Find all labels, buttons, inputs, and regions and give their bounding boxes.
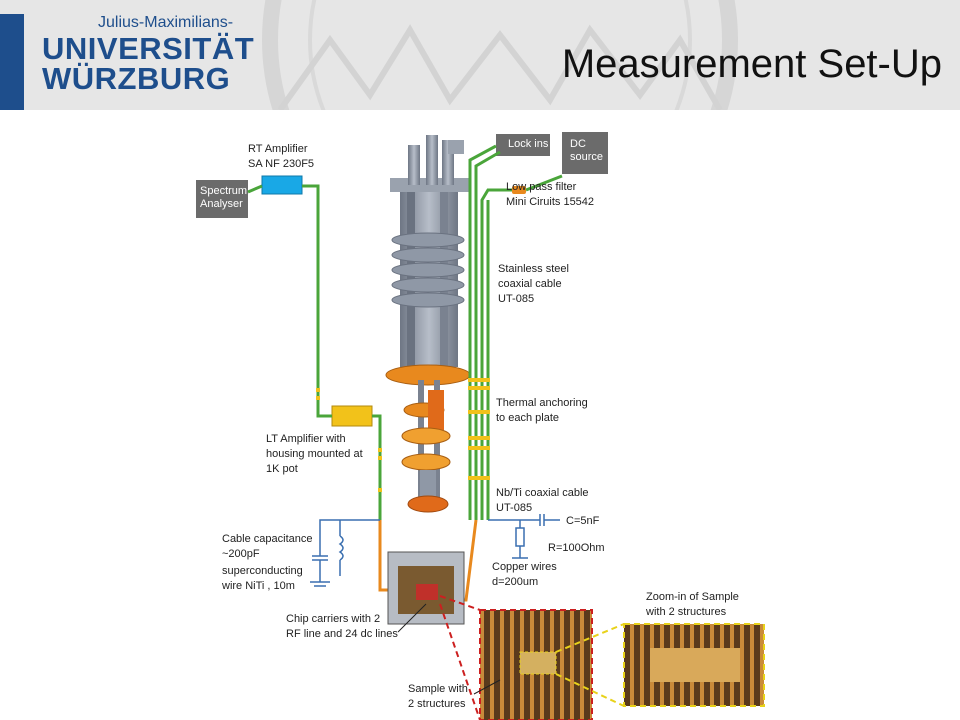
lt-amplifier-box xyxy=(331,405,373,427)
university-seal-watermark xyxy=(262,0,738,110)
dc-source-box xyxy=(562,132,608,174)
dc-source-label: DC source xyxy=(570,138,604,163)
cryostat xyxy=(385,135,471,513)
chip-carriers-label: Chip carriers with 2 RF line and 24 dc l… xyxy=(286,613,398,640)
mixing-chamber-plate xyxy=(401,453,451,471)
setup-diagram xyxy=(196,132,765,720)
logo-line-1: UNIVERSITÄT xyxy=(42,31,255,66)
university-logo: UNIVERSITÄT WÜRZBURG xyxy=(42,31,255,96)
spectrum-analyser-box xyxy=(196,180,248,218)
lock-ins-box xyxy=(496,134,550,156)
slide-header: Julius-Maximilians- UNIVERSITÄT WÜRZBURG… xyxy=(0,0,960,110)
page-title: Measurement Set-Up xyxy=(561,42,942,86)
logo-line-2: WÜRZBURG xyxy=(42,61,231,96)
sample-label: Sample with 2 structures xyxy=(408,683,468,710)
low-pass-filter-label: Low pass filter Mini Ciruits 15542 xyxy=(506,181,595,208)
capacitor-label: C=5nF xyxy=(566,515,600,527)
resistor-label: R=100Ohm xyxy=(548,542,605,554)
nbti-cable-label: Nb/Ti coaxial cable UT-085 xyxy=(496,487,589,514)
superconducting-wire-label: superconducting wire NiTi , 10m xyxy=(222,565,303,592)
cold-plate xyxy=(401,427,451,445)
filter-circuit xyxy=(488,514,560,559)
thermal-anchors xyxy=(316,378,490,492)
stainless-steel-cables xyxy=(468,144,563,520)
cable-capacitance-label: Cable capacitance ~200pF xyxy=(222,533,313,560)
cable-capacitance-circuit xyxy=(310,519,380,587)
zoom-in-label: Zoom-in of Sample with 2 structures xyxy=(646,591,739,618)
rt-amplifier-label: RT Amplifier SA NF 230F5 xyxy=(248,143,315,170)
lock-ins-label: Lock ins xyxy=(508,138,549,150)
copper-wires-label: Copper wires d=200um xyxy=(492,561,557,588)
thermal-anchoring-label: Thermal anchoring to each plate xyxy=(496,397,588,424)
spectrum-analyser-label: Spectrum Analyser xyxy=(200,185,248,210)
amplifier-coax-cables xyxy=(247,184,382,520)
still-plate xyxy=(385,364,471,386)
stainless-steel-cable-label: Stainless steel coaxial cable UT-085 xyxy=(498,263,569,305)
rt-amplifier-box xyxy=(261,175,303,195)
low-pass-filter xyxy=(512,186,526,194)
lt-amplifier-label: LT Amplifier with housing mounted at 1K … xyxy=(266,433,363,475)
logo-bar xyxy=(0,14,24,110)
logo-subtitle: Julius-Maximilians- xyxy=(98,14,234,31)
